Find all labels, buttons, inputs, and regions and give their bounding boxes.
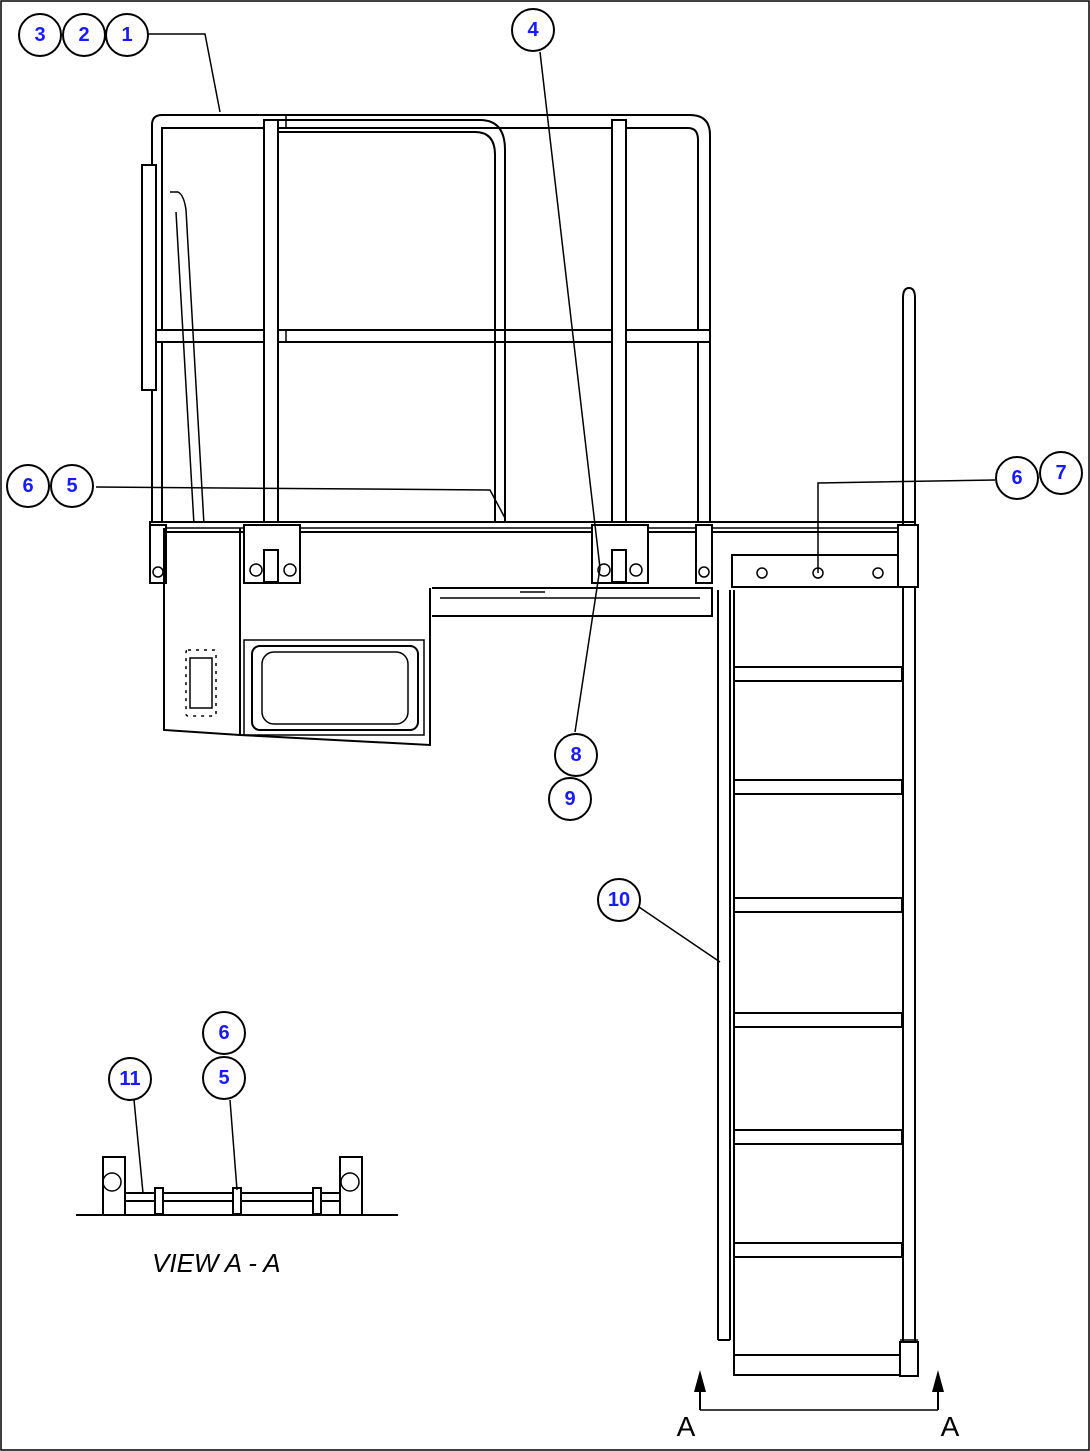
svg-text:4: 4 xyxy=(527,19,539,41)
svg-text:3: 3 xyxy=(34,24,45,46)
svg-text:10: 10 xyxy=(608,889,630,911)
svg-text:5: 5 xyxy=(218,1067,229,1089)
svg-text:1: 1 xyxy=(121,24,132,46)
callout-4: 4 xyxy=(511,8,555,52)
leader-lines xyxy=(95,33,996,1194)
ladder-assembly xyxy=(717,286,919,1377)
callout-8: 8 xyxy=(554,733,598,777)
callout-1: 1 xyxy=(105,13,149,57)
view-a-a-detail: VIEW A - A xyxy=(76,1156,398,1278)
callout-10: 10 xyxy=(597,878,641,922)
svg-text:8: 8 xyxy=(570,744,581,766)
svg-text:6: 6 xyxy=(22,475,33,497)
callout-9: 9 xyxy=(548,777,592,821)
view-caption: VIEW A - A xyxy=(152,1248,281,1278)
svg-text:6: 6 xyxy=(1011,467,1022,489)
callout-11: 11 xyxy=(108,1057,152,1101)
svg-text:11: 11 xyxy=(119,1068,140,1090)
callout-6-upper-left: 6 xyxy=(6,464,50,508)
svg-text:2: 2 xyxy=(78,24,89,46)
callout-2: 2 xyxy=(62,13,106,57)
svg-text:7: 7 xyxy=(1055,462,1066,484)
section-mark-right: A xyxy=(941,1411,960,1442)
platform-deck xyxy=(149,521,916,747)
callout-7: 7 xyxy=(1039,451,1083,495)
svg-text:6: 6 xyxy=(218,1022,229,1044)
callout-5-upper-left: 5 xyxy=(50,464,94,508)
callout-3: 3 xyxy=(18,13,62,57)
callout-5-view: 5 xyxy=(202,1056,246,1100)
svg-text:9: 9 xyxy=(564,788,575,810)
callout-6-right: 6 xyxy=(995,456,1039,500)
handrail-assembly xyxy=(141,114,711,526)
callout-6-view: 6 xyxy=(202,1011,246,1055)
section-a-a-marker: A A xyxy=(677,1370,960,1442)
svg-text:5: 5 xyxy=(66,475,77,497)
section-mark-left: A xyxy=(677,1411,696,1442)
